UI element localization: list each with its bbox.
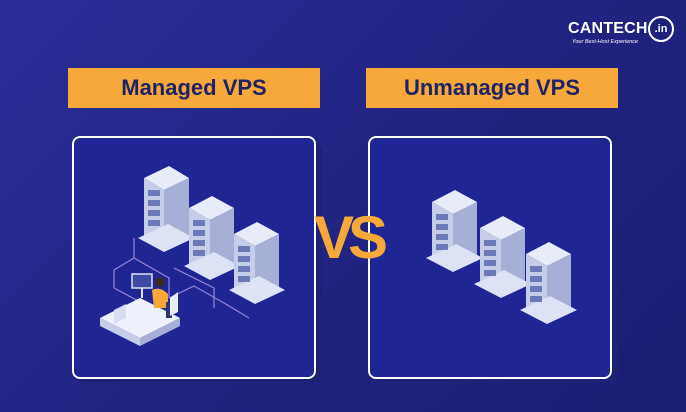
- managed-vps-label: Managed VPS: [68, 68, 320, 108]
- versus-text: VS: [314, 204, 388, 271]
- managed-vps-panel: [72, 136, 316, 379]
- brand-tagline: Your Best-Host Experience: [572, 39, 639, 45]
- brand-logo: CANTECH .in Your Best-Host Experience: [568, 14, 678, 48]
- server-racks-with-admin-icon: [100, 166, 285, 346]
- brand-name: CANTECH: [568, 20, 648, 37]
- brand-suffix: .in: [648, 16, 674, 42]
- unmanaged-vps-label: Unmanaged VPS: [366, 68, 618, 108]
- server-racks-icon: [426, 190, 577, 324]
- unmanaged-vps-panel: [368, 136, 612, 379]
